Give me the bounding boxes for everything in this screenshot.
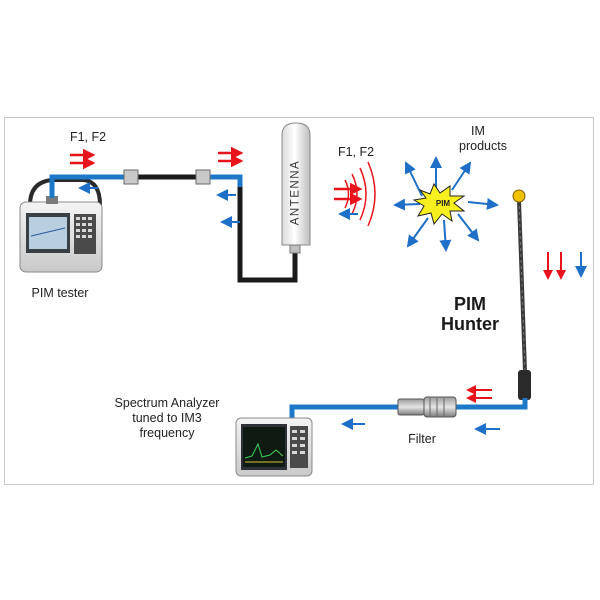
filter-device (397, 396, 457, 418)
label-f1-f2-top: F1, F2 (69, 130, 107, 144)
label-products: products (459, 139, 507, 153)
label-pim-hunter-2: Hunter (441, 314, 499, 334)
antenna-body (281, 122, 311, 254)
label-f1-f2-antenna: F1, F2 (337, 145, 375, 159)
bottom-arrows (341, 385, 500, 435)
pim-hunter-probe (512, 189, 531, 400)
label-antenna: ANTENNA (289, 159, 302, 226)
label-filter: Filter (408, 432, 436, 446)
label-pim-hunter-1: PIM (453, 294, 486, 314)
label-pim-burst: PIM (435, 199, 451, 208)
forward-arrows-antenna (334, 182, 363, 206)
forward-arrows-top (70, 146, 244, 170)
pim-tester-device (19, 178, 103, 273)
label-pim-tester: PIM tester (31, 286, 89, 300)
label-frequency: frequency (139, 426, 195, 440)
label-spectrum-analyzer: Spectrum Analyzer (114, 396, 220, 410)
im-product-arrows (393, 156, 499, 252)
radiated-waves (344, 161, 376, 227)
connector-1 (123, 169, 139, 185)
pim-burst (412, 182, 466, 226)
return-arrows-top (78, 182, 358, 228)
connector-2 (195, 169, 211, 185)
feed-cable (49, 174, 298, 283)
analyzer-cable (289, 398, 528, 420)
spectrum-analyzer-device (235, 417, 313, 477)
label-tuned-to-im3: tuned to IM3 (132, 411, 202, 425)
label-im: IM (471, 124, 485, 138)
probe-signal-arrows (543, 252, 587, 280)
